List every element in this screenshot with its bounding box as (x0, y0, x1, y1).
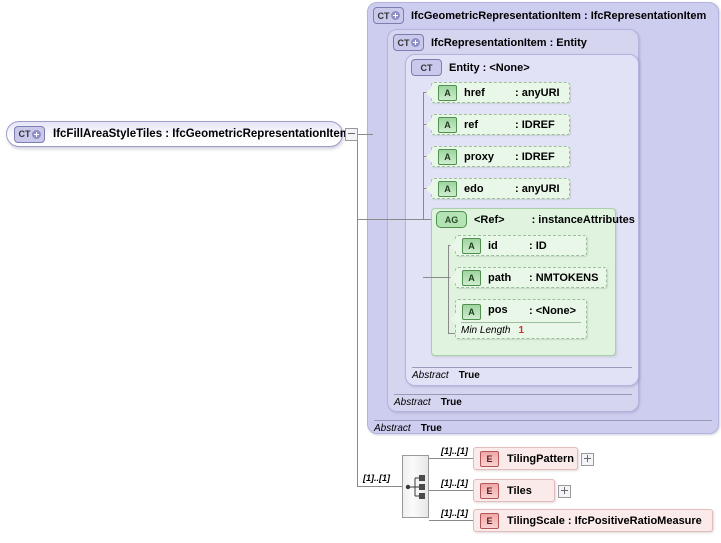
element-row-tiles[interactable]: E Tiles (473, 479, 555, 502)
abstract-property-outer: Abstract True (374, 423, 442, 434)
element-icon: E (480, 482, 499, 499)
abstract-key: Abstract (394, 397, 431, 408)
element-row-tilingscale[interactable]: E TilingScale : IfcPositiveRatioMeasure (473, 509, 713, 532)
connector-sequence-in (357, 486, 402, 487)
plus-icon (31, 129, 41, 139)
connector-element-tilingscale (429, 520, 473, 521)
attribute-name: proxy (464, 150, 494, 163)
facet-key: Min Length (461, 325, 511, 336)
container-label: IfcGeometricRepresentationItem : IfcRepr… (411, 9, 707, 22)
element-icon: E (480, 450, 499, 467)
container-label: IfcRepresentationItem : Entity (431, 36, 587, 49)
plus-icon (410, 38, 420, 47)
abstract-value: True (420, 423, 442, 434)
divider-facet (461, 322, 581, 323)
attribute-group-type: : instanceAttributes (531, 213, 635, 226)
abstract-value: True (440, 397, 462, 408)
attribute-type: : anyURI (515, 182, 560, 195)
element-icon: E (480, 512, 499, 529)
attribute-name: ref (464, 118, 479, 131)
container-header-ifcgeometricrepresentationitem: CT IfcGeometricRepresentationItem : IfcR… (373, 7, 706, 24)
container-header-entity: CT Entity : <None> (411, 59, 530, 76)
attribute-group-icon: AG (436, 211, 467, 228)
container-header-ifcrepresentationitem: CT IfcRepresentationItem : Entity (393, 34, 587, 51)
container-label: Entity : <None> (449, 61, 530, 74)
plus-expander-icon[interactable] (581, 453, 594, 466)
abstract-value: True (458, 370, 480, 381)
divider-inner (412, 367, 632, 368)
plus-icon (390, 11, 400, 20)
attribute-row-pos[interactable]: A pos : <None> (450, 299, 587, 339)
attribute-type: : IDREF (515, 118, 555, 131)
cardinality-tilingpattern: [1]..[1] (441, 446, 468, 456)
element-label: TilingScale : IfcPositiveRatioMeasure (507, 514, 702, 527)
attribute-icon: A (438, 116, 457, 133)
attribute-type: : anyURI (515, 86, 560, 99)
cardinality-sequence: [1]..[1] (363, 473, 390, 483)
attribute-icon: A (462, 304, 481, 320)
attribute-name: pos (488, 304, 508, 316)
attribute-row-href[interactable]: A href : anyURI (426, 82, 570, 103)
attribute-group-name: <Ref> (474, 213, 505, 226)
connector-member-pos (448, 333, 455, 334)
abstract-key: Abstract (412, 370, 449, 381)
connector-root-stub (357, 134, 373, 135)
attribute-name: id (488, 239, 498, 252)
connector-spine-in (357, 219, 423, 220)
attribute-icon: A (438, 180, 457, 197)
attribute-icon: A (462, 269, 481, 286)
facet-min-length: Min Length 1 (461, 325, 524, 336)
badge-text: CT (377, 10, 390, 21)
connector-attr-group (423, 219, 431, 220)
attribute-name: path (488, 271, 512, 284)
attribute-name: edo (464, 182, 484, 195)
attribute-icon: A (438, 84, 457, 101)
element-row-tilingpattern[interactable]: E TilingPattern (473, 447, 578, 470)
cardinality-tilingscale: [1]..[1] (441, 508, 468, 518)
root-node-ifcfillareastyletiles[interactable]: CT IfcFillAreaStyleTiles : IfcGeometricR… (6, 121, 350, 147)
badge-text: CT (397, 37, 410, 48)
plus-expander-icon[interactable] (558, 485, 571, 498)
attribute-row-path[interactable]: A path : NMTOKENS (450, 267, 607, 288)
attribute-icon: A (462, 237, 481, 254)
connector-group-in (423, 277, 448, 278)
cardinality-tiles: [1]..[1] (441, 478, 468, 488)
minus-expander-icon[interactable] (345, 128, 358, 141)
sequence-compositor-icon[interactable] (402, 455, 429, 518)
abstract-property-inner: Abstract True (412, 370, 480, 381)
connector-element-tilingpattern (429, 458, 473, 459)
complextype-plus-icon[interactable]: CT (393, 34, 424, 51)
attribute-icon: A (438, 148, 457, 165)
attribute-row-proxy[interactable]: A proxy : IDREF (426, 146, 570, 167)
attribute-name: href (464, 86, 485, 99)
connector-root-vertical (357, 134, 358, 486)
attribute-row-ref[interactable]: A ref : IDREF (426, 114, 570, 135)
badge-text: CT (18, 129, 31, 139)
connector-element-tiles (429, 490, 473, 491)
divider-middle (394, 394, 632, 395)
abstract-key: Abstract (374, 423, 411, 434)
badge-text: CT (420, 62, 433, 73)
attribute-type: : NMTOKENS (529, 271, 599, 284)
attribute-type: : ID (529, 239, 547, 252)
root-node-label: IfcFillAreaStyleTiles : IfcGeometricRepr… (53, 128, 350, 140)
facet-value: 1 (518, 325, 525, 336)
divider-outer (374, 420, 712, 421)
attribute-row-edo[interactable]: A edo : anyURI (426, 178, 570, 199)
attribute-row-id[interactable]: A id : ID (450, 235, 587, 256)
connector-group-spine (448, 245, 449, 333)
attribute-type: : IDREF (515, 150, 555, 163)
abstract-property-middle: Abstract True (394, 397, 462, 408)
sequence-glyph (405, 475, 425, 499)
complextype-icon[interactable]: CT (411, 59, 442, 76)
complextype-plus-icon[interactable]: CT (373, 7, 404, 24)
attribute-type: : <None> (529, 305, 577, 317)
complextype-plus-icon[interactable]: CT (14, 125, 45, 143)
attribute-group-header: AG <Ref> : instanceAttributes (436, 211, 635, 228)
element-label: TilingPattern (507, 452, 575, 465)
element-label: Tiles (507, 484, 532, 497)
